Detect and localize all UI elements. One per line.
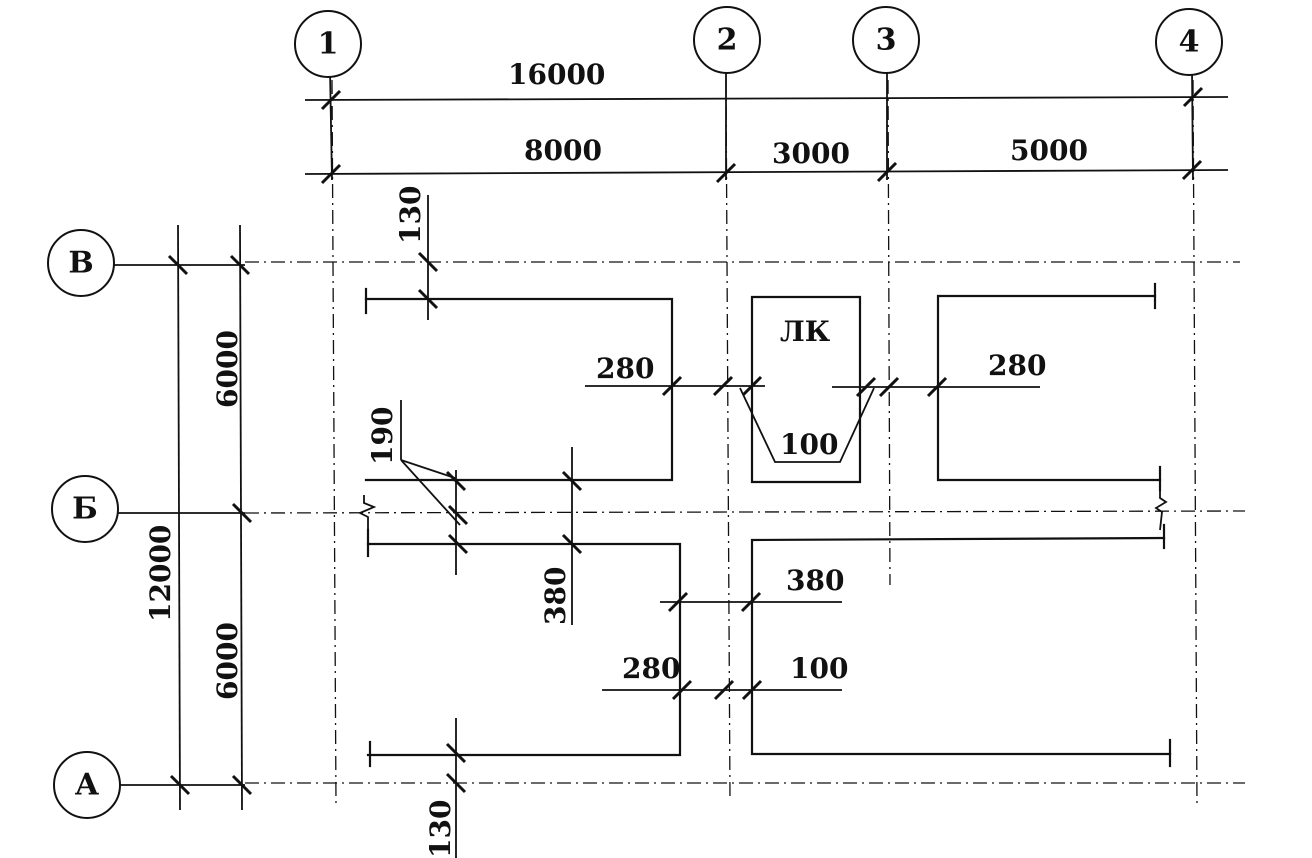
wall-lower-right-room (750, 536, 1172, 756)
dim-offset-bottom: 130 (424, 800, 457, 858)
axis-label-B: Б (72, 492, 98, 527)
dim-span-1-2: 8000 (524, 134, 602, 167)
axis-bubble-1: 1 (294, 10, 362, 78)
dim-wall-380-vertical: 380 (539, 567, 572, 625)
grid-axis-lines (244, 79, 1246, 806)
dim-wall-280-right: 280 (988, 349, 1046, 382)
axis-bubble-A: А (53, 751, 121, 819)
dim-span-2-3: 3000 (772, 137, 850, 170)
dim-wall-380-corridor: 380 (786, 564, 844, 597)
dimension-labels: 16000 8000 3000 5000 6000 6000 12000 130… (144, 58, 1088, 858)
left-dimension-chains (167, 224, 253, 811)
top-dimension-chains (304, 86, 1229, 185)
dim-wall-100-lower: 100 (790, 652, 848, 685)
dim-stair-100: 100 (780, 428, 838, 461)
axis-bubble-3: 3 (852, 6, 920, 74)
wall-upper-right-room (936, 294, 1162, 482)
dim-wall-280-left: 280 (596, 352, 654, 385)
axis-label-1: 1 (318, 27, 339, 62)
dim-offset-top: 130 (394, 186, 427, 244)
axis-line-2 (725, 79, 731, 801)
axis-line-4 (1192, 79, 1198, 806)
stair-label: ЛК (780, 315, 831, 348)
axis-bubble-2: 2 (693, 6, 761, 74)
dim-span-B-A: 6000 (211, 622, 244, 700)
axis-label-4: 4 (1179, 25, 1200, 60)
dim-total-width: 16000 (508, 58, 605, 91)
axis-label-2: 2 (717, 23, 738, 58)
dim-span-V-B: 6000 (211, 330, 244, 408)
dim-wall-280-lower: 280 (622, 652, 680, 685)
stair-flight (739, 387, 875, 463)
dim-total-height: 12000 (144, 525, 177, 622)
wall-upper-left-room (364, 297, 674, 482)
axis-bubble-V: В (47, 229, 115, 297)
axis-line-1 (331, 79, 337, 806)
axis-line-3 (887, 79, 891, 586)
dim-span-3-4: 5000 (1010, 134, 1088, 167)
wall-lower-left-room (366, 542, 682, 757)
axis-label-3: 3 (876, 23, 897, 58)
wall-stair-enclosure (750, 295, 862, 484)
axis-label-V: В (68, 246, 93, 281)
axis-bubble-B: Б (51, 475, 119, 543)
axis-line-B (244, 510, 1246, 514)
axis-bubble-4: 4 (1155, 8, 1223, 76)
interior-dimensions (400, 195, 1040, 858)
dim-wall-190: 190 (366, 407, 399, 465)
axis-label-A: А (75, 768, 100, 803)
walls (357, 282, 1172, 768)
